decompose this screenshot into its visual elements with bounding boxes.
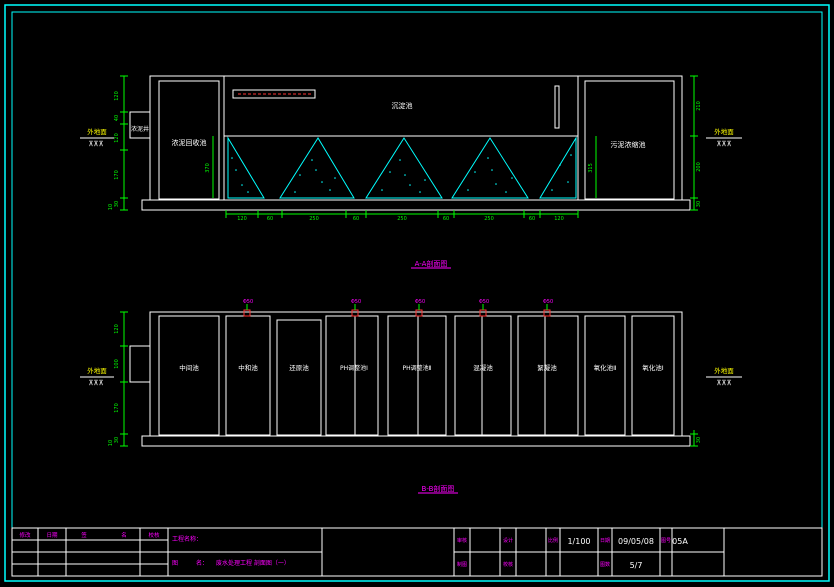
sludge-collection-chamber [158, 80, 220, 200]
dim-a-left-1: 40 [114, 115, 120, 121]
launder-channel [232, 89, 316, 99]
dim-a-bottom-0: 120 [237, 216, 247, 222]
tb-scale: 1/100 [567, 537, 590, 546]
svg-text:⊼⊼⊼: ⊼⊼⊼ [716, 379, 731, 387]
sludge-thickening-chamber [584, 80, 675, 200]
section-a-right-dims [690, 75, 698, 211]
dim-a-left-0: 120 [114, 91, 120, 101]
section-a-shell [149, 75, 683, 201]
section-b-pipes [243, 309, 551, 317]
dim-a-left-4: 10 [108, 204, 114, 210]
section-b-title: B-B剖面图 [422, 484, 455, 493]
hopper-fill-dots [231, 154, 572, 193]
section-b-ground-right: 外地面 [714, 366, 734, 375]
tb-date: 09/05/08 [618, 537, 654, 546]
section-b-chambers [158, 315, 675, 436]
sludge-hoppers [227, 136, 577, 199]
section-a-left-dims [120, 75, 128, 211]
section-b-inlet-box [129, 345, 151, 383]
tb-col-4: 图号 [661, 538, 671, 544]
section-a-base [141, 199, 691, 211]
tb-col2-0: 制图 [457, 561, 467, 568]
tb-name-label: 名： [196, 559, 208, 567]
dim-a-bottom-3: 60 [353, 216, 359, 222]
dim-a-left-3: 170 [114, 170, 120, 180]
tb-header-1: 日期 [46, 532, 58, 539]
dim-b-left-2: 170 [114, 403, 120, 413]
dim-a-bottom-8: 120 [554, 216, 564, 222]
section-b-drawing: Φ50 Φ50 Φ50 Φ50 Φ50 中间池 中和池 还原池 PH调整池Ⅰ P… [80, 299, 742, 494]
section-a-title: A-A剖面图 [415, 259, 448, 268]
dim-b-right-0: 30 [696, 437, 702, 443]
sludge-thickening-label: 污泥浓缩池 [611, 140, 646, 149]
tb-col-3: 日期 [600, 538, 610, 544]
dim-a-bottom-5: 60 [443, 216, 449, 222]
tb-col2-1: 校核 [503, 561, 513, 568]
tank-label-5: 混凝池 [473, 363, 493, 372]
dim-a-bottom-4: 250 [397, 216, 407, 222]
pipe-label-2: Φ50 [415, 299, 425, 305]
tank-label-2: 还原池 [289, 363, 309, 372]
dim-a-inner-1: 315 [588, 163, 594, 173]
dim-a-bottom-2: 250 [309, 216, 319, 222]
tank-label-7: 氧化池Ⅱ [594, 363, 617, 372]
tank-label-8: 氧化池Ⅰ [642, 363, 664, 372]
section-a-ground-left: 外地面 [87, 127, 107, 136]
section-a-bottom-dims [225, 210, 579, 218]
tank-label-4: PH调整池Ⅱ [402, 364, 431, 372]
sludge-collection-label: 浓泥回收池 [172, 138, 207, 147]
pipe-label-3: Φ50 [479, 299, 489, 305]
section-a-ground-right: 外地面 [714, 127, 734, 136]
dim-b-left-0: 120 [114, 324, 120, 334]
dim-a-right-1: 200 [696, 162, 702, 172]
sedimentation-label: 沉淀池 [392, 101, 413, 110]
tank-label-0: 中间池 [179, 363, 199, 372]
dim-b-left-3: 10 [108, 440, 114, 446]
tb-sheet: 5/7 [630, 561, 643, 570]
tb-header-2: 签 [81, 531, 87, 539]
dim-a-left-5: 30 [114, 201, 120, 207]
dim-b-left-4: 30 [114, 437, 120, 443]
pipe-label-4: Φ50 [543, 299, 553, 305]
sludge-well-label: 浓泥井 [131, 125, 149, 133]
svg-text:⊼⊼⊼: ⊼⊼⊼ [88, 379, 103, 387]
dim-a-right-2: 30 [696, 201, 702, 207]
tb-col-1: 设计 [503, 537, 513, 544]
section-b-ground-left: 外地面 [87, 366, 107, 375]
svg-text:⊼⊼⊼: ⊼⊼⊼ [716, 140, 731, 148]
tb-col-0: 审核 [457, 537, 467, 544]
inlet-box [129, 111, 151, 139]
tb-drawing-name: 废水处理工程 剖面图（一） [216, 559, 290, 567]
dim-a-bottom-1: 60 [267, 216, 273, 222]
title-block [11, 527, 823, 577]
dim-a-bottom-7: 60 [529, 216, 535, 222]
tb-header-0: 修改 [19, 531, 31, 539]
pipe-label-1: Φ50 [351, 299, 361, 305]
svg-text:⊼⊼⊼: ⊼⊼⊼ [88, 140, 103, 148]
tb-header-4: 校核 [148, 531, 160, 539]
outer-frame [4, 4, 830, 582]
tb-header-3: 名 [121, 531, 127, 539]
tank-label-3: PH调整池Ⅰ [340, 364, 368, 372]
section-b-shell [149, 311, 683, 437]
dim-a-inner-0: 370 [205, 163, 211, 173]
tb-project-label: 工程名称： [172, 535, 202, 543]
dim-a-left-2: 120 [114, 133, 120, 143]
tb-drawing-label: 图 [172, 560, 178, 567]
tb-drawing-no: 05A [672, 537, 688, 546]
section-b-base [141, 435, 691, 447]
dim-a-right-0: 210 [696, 101, 702, 111]
section-a-drawing: 浓泥回收池 沉淀池 污泥浓缩池 浓泥井 外地面 ⊼⊼⊼ 外地面 ⊼⊼⊼ 120 … [80, 75, 742, 269]
inner-frame [11, 11, 823, 577]
tb-col2-2: 图数 [600, 561, 610, 568]
pipe-label-0: Φ50 [243, 299, 253, 305]
tank-label-6: 絮凝池 [537, 363, 557, 372]
dim-b-left-1: 100 [114, 359, 120, 369]
tank-label-1: 中和池 [238, 363, 258, 372]
section-b-left-dims [120, 311, 128, 447]
dim-a-bottom-6: 250 [484, 216, 494, 222]
tb-col-2: 比例 [548, 537, 558, 544]
